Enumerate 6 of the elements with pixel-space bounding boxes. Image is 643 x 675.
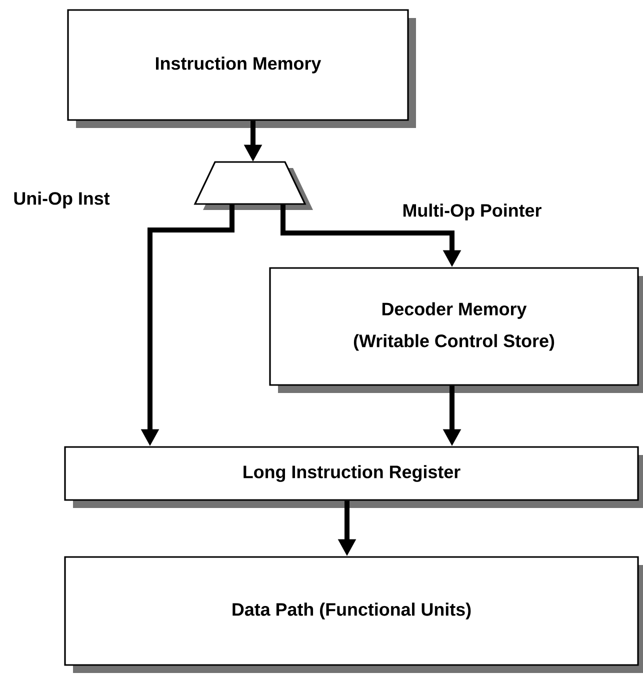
edge-label: Uni-Op Inst xyxy=(12,190,111,210)
datapath-box: Data Path (Functional Units) xyxy=(64,556,643,673)
register-box: Long Instruction Register xyxy=(64,446,643,508)
edge-label: Multi-Op Pointer xyxy=(401,202,543,222)
memory-box: Instruction Memory xyxy=(67,9,416,128)
memory-box: Decoder Memory (Writable Control Store) xyxy=(269,267,643,393)
